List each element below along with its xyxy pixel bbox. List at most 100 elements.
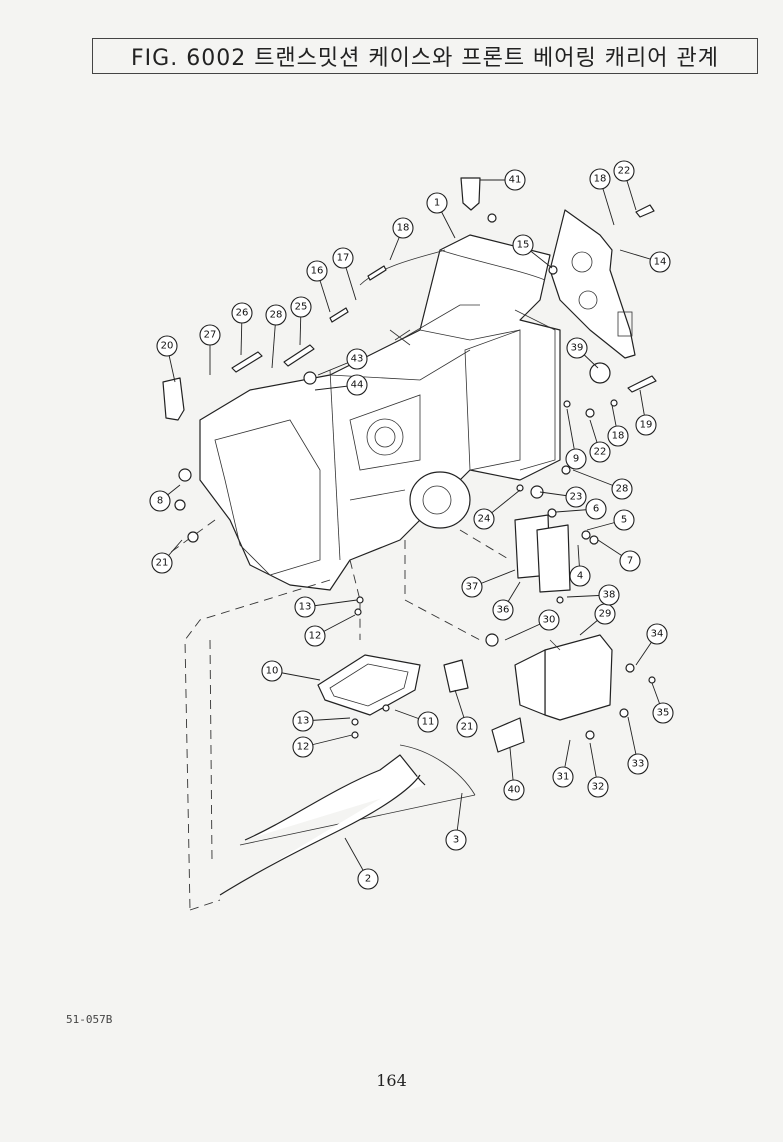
callout-circle — [607, 425, 629, 447]
callout-circle — [231, 302, 253, 324]
callout-number: 24 — [478, 514, 491, 525]
callout-number: 33 — [632, 759, 645, 770]
callout-number: 17 — [337, 253, 350, 264]
callout-12: 12 — [304, 625, 326, 647]
callout-number: 21 — [461, 722, 474, 733]
callout-21: 21 — [151, 552, 173, 574]
callout-38: 38 — [598, 584, 620, 606]
callout-19: 19 — [635, 414, 657, 436]
callout-circle — [619, 550, 641, 572]
callout-circle — [149, 490, 171, 512]
callout-number: 20 — [161, 341, 174, 352]
callout-34: 34 — [646, 623, 668, 645]
callout-5: 5 — [613, 509, 635, 531]
callout-number: 12 — [309, 631, 322, 642]
callout-43: 43 — [346, 348, 368, 370]
callout-number: 22 — [618, 166, 631, 177]
callout-18: 18 — [392, 217, 414, 239]
callout-circle — [598, 584, 620, 606]
callout-circle — [552, 766, 574, 788]
callout-24: 24 — [473, 508, 495, 530]
callout-circle — [635, 414, 657, 436]
callout-circle — [504, 169, 526, 191]
callout-22: 22 — [613, 160, 635, 182]
callout-31: 31 — [552, 766, 574, 788]
callout-4: 4 — [569, 565, 591, 587]
callout-11: 11 — [417, 711, 439, 733]
callout-25: 25 — [290, 296, 312, 318]
callout-circle — [461, 576, 483, 598]
callout-circle — [292, 736, 314, 758]
callout-12: 12 — [292, 736, 314, 758]
callout-number: 11 — [422, 717, 435, 728]
callout-number: 18 — [397, 223, 410, 234]
callout-number: 12 — [297, 742, 310, 753]
callout-circle — [290, 296, 312, 318]
callout-number: 39 — [571, 343, 584, 354]
callout-16: 16 — [306, 260, 328, 282]
callout-circle — [566, 337, 588, 359]
callout-circle — [538, 609, 560, 631]
callout-circle — [357, 868, 379, 890]
callout-number: 27 — [204, 330, 217, 341]
callout-circle — [569, 565, 591, 587]
callout-number: 25 — [295, 302, 308, 313]
callout-circle — [426, 192, 448, 214]
callout-number: 43 — [351, 354, 364, 365]
callout-32: 32 — [587, 776, 609, 798]
callout-39: 39 — [566, 337, 588, 359]
callout-circle — [589, 168, 611, 190]
callout-circle — [652, 702, 674, 724]
callout-28: 28 — [265, 304, 287, 326]
callout-circle — [199, 324, 221, 346]
callout-circle — [261, 660, 283, 682]
callout-number: 36 — [497, 605, 510, 616]
callout-number: 30 — [543, 615, 556, 626]
callout-number: 34 — [651, 629, 664, 640]
callout-circle — [473, 508, 495, 530]
callout-20: 20 — [156, 335, 178, 357]
callout-number: 14 — [654, 257, 667, 268]
callout-number: 32 — [592, 782, 605, 793]
callout-9: 9 — [565, 448, 587, 470]
callout-number: 8 — [157, 496, 163, 507]
callout-circle — [585, 498, 607, 520]
callout-number: 21 — [156, 558, 169, 569]
callout-number: 2 — [365, 874, 371, 885]
callout-circle — [613, 160, 635, 182]
callout-18: 18 — [607, 425, 629, 447]
page-number: 164 — [376, 1071, 407, 1090]
drawing-reference-code: 51-057B — [66, 1013, 113, 1026]
callout-circle — [346, 374, 368, 396]
callout-circle — [646, 623, 668, 645]
callout-number: 28 — [616, 484, 629, 495]
callout-circle — [492, 599, 514, 621]
callout-13: 13 — [292, 710, 314, 732]
callout-circle — [565, 448, 587, 470]
callout-number: 16 — [311, 266, 324, 277]
callout-number: 18 — [612, 431, 625, 442]
callout-number: 6 — [593, 504, 599, 515]
callout-circle — [292, 710, 314, 732]
callout-circle — [346, 348, 368, 370]
callout-number: 41 — [509, 175, 522, 186]
callout-circle — [156, 335, 178, 357]
callout-15: 15 — [512, 234, 534, 256]
callout-circle — [151, 552, 173, 574]
callout-circle — [294, 596, 316, 618]
callout-circle — [304, 625, 326, 647]
callout-circle — [565, 486, 587, 508]
callout-number: 1 — [434, 198, 440, 209]
callout-number: 13 — [299, 602, 312, 613]
callout-number: 29 — [599, 609, 612, 620]
callout-number: 9 — [573, 454, 579, 465]
callout-29: 29 — [594, 603, 616, 625]
callout-number: 13 — [297, 716, 310, 727]
callout-35: 35 — [652, 702, 674, 724]
callout-18: 18 — [589, 168, 611, 190]
callout-circle — [503, 779, 525, 801]
callout-circle — [587, 776, 609, 798]
callout-circle — [589, 441, 611, 463]
callout-number: 19 — [640, 420, 653, 431]
